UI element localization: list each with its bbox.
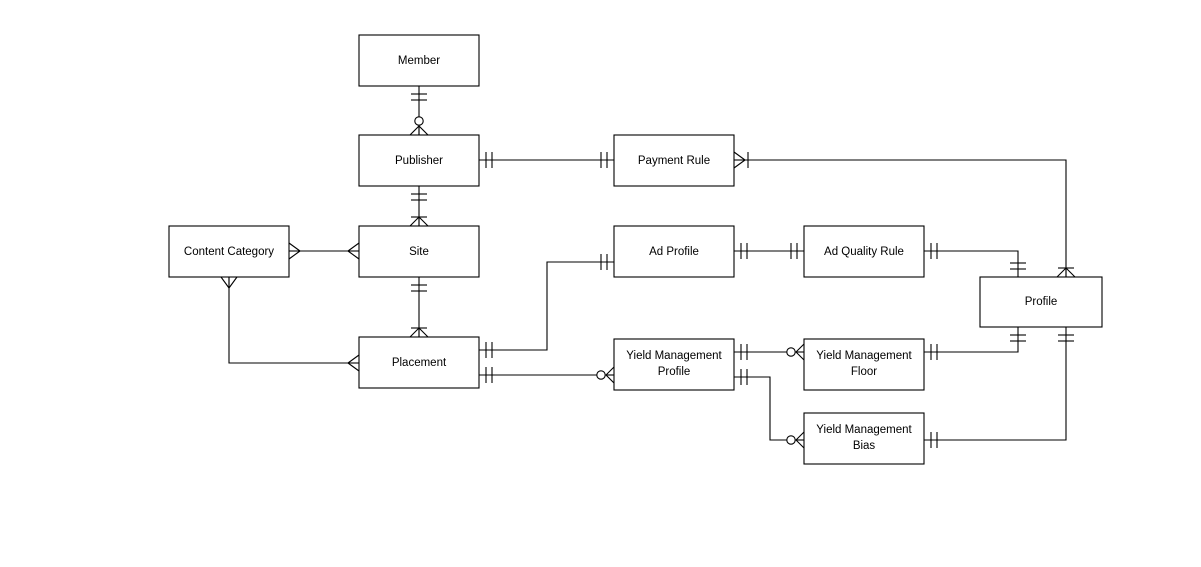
cardinality-one-and-only-one-icon <box>740 344 748 360</box>
entity-ad-quality-rule[interactable]: Ad Quality Rule <box>803 225 925 278</box>
cardinality-zero-or-many-icon <box>596 366 615 384</box>
cardinality-one-and-only-one-icon <box>930 344 938 360</box>
cardinality-zero-or-many-icon <box>786 343 805 361</box>
entity-member[interactable]: Member <box>358 34 480 87</box>
cardinality-one-and-only-one-icon <box>411 284 427 292</box>
cardinality-one-and-only-one-icon <box>1010 262 1026 270</box>
cardinality-one-and-only-one-icon <box>740 243 748 259</box>
entity-box[interactable] <box>803 338 925 391</box>
cardinality-one-and-only-one-icon <box>485 367 493 383</box>
connector-ym-profile-ym-bias[interactable] <box>734 376 804 441</box>
entity-profile[interactable]: Profile <box>979 276 1103 328</box>
cardinality-one-and-only-one-icon <box>930 243 938 259</box>
cardinality-one-or-many-icon <box>409 327 429 338</box>
entity-box[interactable] <box>358 34 480 87</box>
cardinality-one-and-only-one-icon <box>485 152 493 168</box>
cardinality-one-and-only-one-icon <box>411 193 427 201</box>
entity-box[interactable] <box>168 225 290 278</box>
entity-yield-management-bias[interactable]: Yield Management Bias <box>803 412 925 465</box>
cardinality-one-or-many-icon <box>409 216 429 227</box>
cardinality-one-and-only-one-icon <box>1010 334 1026 342</box>
entity-box[interactable] <box>613 225 735 278</box>
entity-box[interactable] <box>613 134 735 187</box>
entity-payment-rule[interactable]: Payment Rule <box>613 134 735 187</box>
entity-box[interactable] <box>979 276 1103 328</box>
entity-placement[interactable]: Placement <box>358 336 480 389</box>
cardinality-zero-or-many-icon <box>786 431 805 449</box>
cardinality-one-and-only-one-icon <box>1058 334 1074 342</box>
entity-publisher[interactable]: Publisher <box>358 134 480 187</box>
cardinality-one-and-only-one-icon <box>930 432 938 448</box>
entity-layer: Member Publisher Site Placement Content … <box>168 34 1103 465</box>
entity-yield-management-profile[interactable]: Yield Management Profile <box>613 338 735 391</box>
cardinality-one-and-only-one-icon <box>600 254 608 270</box>
entity-ad-profile[interactable]: Ad Profile <box>613 225 735 278</box>
cardinality-one-and-only-one-icon <box>600 152 608 168</box>
entity-site[interactable]: Site <box>358 225 480 278</box>
cardinality-one-or-many-icon <box>347 242 360 260</box>
cardinality-one-or-many-icon <box>347 354 360 372</box>
entity-box[interactable] <box>803 412 925 465</box>
entity-box[interactable] <box>358 225 480 278</box>
connector-ym-floor-profile[interactable] <box>924 327 1019 353</box>
cardinality-one-and-only-one-icon <box>740 369 748 385</box>
entity-content-category[interactable]: Content Category <box>168 225 290 278</box>
entity-box[interactable] <box>613 338 735 391</box>
connector-ym-bias-profile[interactable] <box>924 327 1067 441</box>
cardinality-one-or-many-icon <box>733 151 749 169</box>
cardinality-one-and-only-one-icon <box>485 342 493 358</box>
cardinality-one-or-many-icon <box>288 242 301 260</box>
cardinality-one-and-only-one-icon <box>790 243 798 259</box>
cardinality-one-and-only-one-icon <box>411 93 427 101</box>
connector-placement-ad-profile[interactable] <box>479 261 614 351</box>
entity-yield-management-floor[interactable]: Yield Management Floor <box>803 338 925 391</box>
entity-box[interactable] <box>358 336 480 389</box>
connector-payment-rule-profile[interactable] <box>734 159 1067 277</box>
cardinality-marker-layer <box>220 93 1076 449</box>
cardinality-one-or-many-icon <box>1056 267 1076 278</box>
entity-box[interactable] <box>358 134 480 187</box>
entity-box[interactable] <box>803 225 925 278</box>
cardinality-one-or-many-icon <box>220 276 238 289</box>
connector-ad-quality-rule-profile[interactable] <box>924 250 1019 277</box>
cardinality-zero-or-many-icon <box>409 116 429 136</box>
connector-content-category-placement[interactable] <box>228 277 359 364</box>
